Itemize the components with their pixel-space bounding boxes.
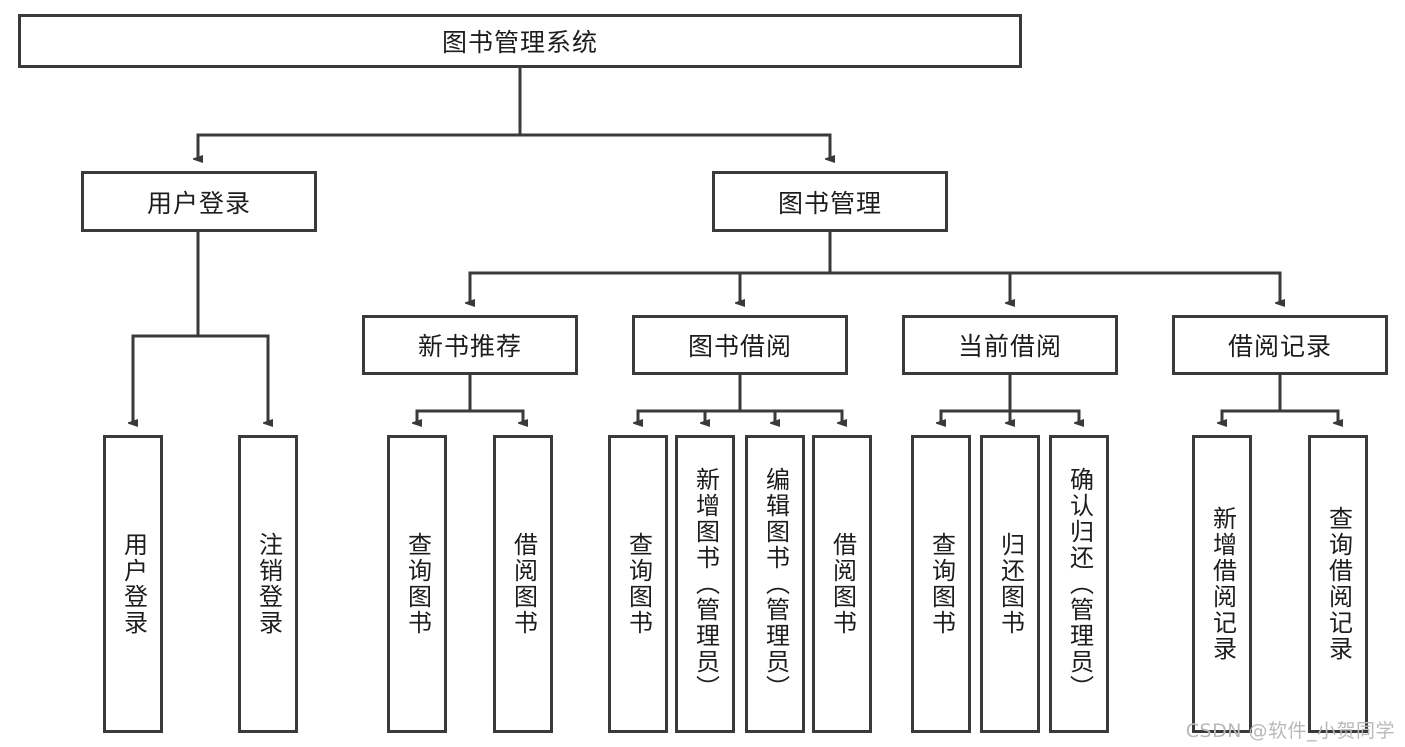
node-label: 查询图书 <box>927 532 956 636</box>
node-label: 确认归还（管理员） <box>1065 467 1094 701</box>
node-label: 图书管理系统 <box>441 28 598 57</box>
leaf-user-login-login[interactable]: 用户登录 <box>103 435 163 733</box>
leaf-current-borrow-confirm-return-admin[interactable]: 确认归还（管理员） <box>1049 435 1109 733</box>
node-new-book-recommend[interactable]: 新书推荐 <box>362 315 578 375</box>
node-label: 查询图书 <box>624 532 653 636</box>
node-book-management[interactable]: 图书管理 <box>712 171 948 232</box>
leaf-borrow-book-borrow-book[interactable]: 借阅图书 <box>812 435 872 733</box>
node-label: 当前借阅 <box>957 332 1062 361</box>
watermark: CSDN @软件_小贺同学 <box>1185 720 1395 742</box>
node-borrow-record[interactable]: 借阅记录 <box>1172 315 1388 375</box>
node-label: 用户登录 <box>119 532 148 636</box>
node-book-borrow[interactable]: 图书借阅 <box>632 315 848 375</box>
node-label: 归还图书 <box>996 532 1025 636</box>
node-label: 查询图书 <box>403 532 432 636</box>
node-label: 用户登录 <box>146 188 251 218</box>
leaf-borrow-book-add-book-admin[interactable]: 新增图书（管理员） <box>675 435 735 733</box>
leaf-borrow-book-edit-book-admin[interactable]: 编辑图书（管理员） <box>745 435 805 733</box>
leaf-current-borrow-query-book[interactable]: 查询图书 <box>911 435 971 733</box>
node-label: 图书借阅 <box>687 332 792 361</box>
leaf-current-borrow-return-book[interactable]: 归还图书 <box>980 435 1040 733</box>
leaf-borrow-book-query-book[interactable]: 查询图书 <box>608 435 668 733</box>
leaf-borrow-record-query-record[interactable]: 查询借阅记录 <box>1308 435 1368 733</box>
node-label: 注销登录 <box>254 532 283 636</box>
node-label: 编辑图书（管理员） <box>761 467 790 701</box>
node-label: 查询借阅记录 <box>1324 506 1353 662</box>
node-label: 图书管理 <box>777 188 882 218</box>
leaf-borrow-record-add-record[interactable]: 新增借阅记录 <box>1192 435 1252 733</box>
leaf-new-book-borrow-book[interactable]: 借阅图书 <box>493 435 553 733</box>
node-label: 借阅图书 <box>509 532 538 636</box>
node-label: 借阅图书 <box>828 532 857 636</box>
node-current-borrow[interactable]: 当前借阅 <box>902 315 1118 375</box>
node-user-login[interactable]: 用户登录 <box>81 171 317 232</box>
node-label: 新增图书（管理员） <box>691 467 720 701</box>
node-label: 新书推荐 <box>417 332 522 361</box>
node-label: 新增借阅记录 <box>1208 506 1237 662</box>
node-label: 借阅记录 <box>1227 332 1332 361</box>
leaf-user-login-logout[interactable]: 注销登录 <box>238 435 298 733</box>
leaf-new-book-query-book[interactable]: 查询图书 <box>387 435 447 733</box>
node-root-book-management-system[interactable]: 图书管理系统 <box>18 14 1022 68</box>
